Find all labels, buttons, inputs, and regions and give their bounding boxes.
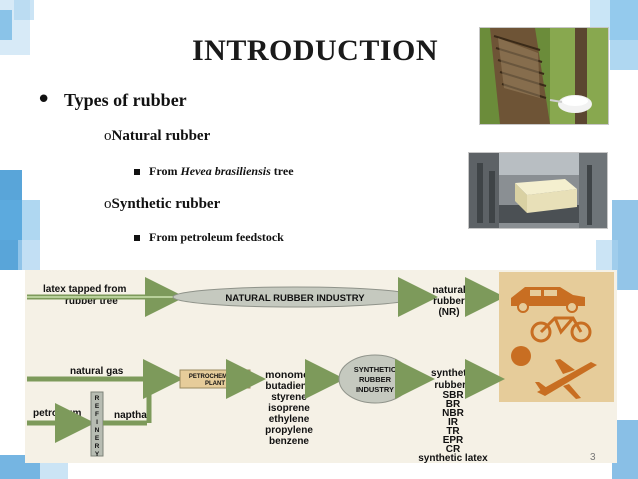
square-bullet-icon: [134, 169, 140, 176]
item-natural-source: From Hevea brasiliensis tree: [134, 164, 294, 179]
refinery-letter: R: [95, 395, 100, 402]
car-icon: [511, 287, 585, 313]
page-number: 3: [590, 452, 596, 463]
item-synthetic-rubber-label: Synthetic rubber: [111, 196, 221, 212]
refinery-letter: F: [95, 411, 99, 418]
bullet-dot: •: [36, 85, 52, 115]
square-bullet-icon: [134, 235, 140, 242]
natural-gas-label: natural gas: [70, 366, 124, 377]
airplane-icon: [535, 359, 597, 399]
item-synthetic-source: From petroleum feedstock: [134, 230, 284, 245]
synthetic-source-text: From petroleum feedstock: [149, 230, 284, 244]
nr-line1: natural: [432, 285, 466, 296]
petroleum-label: petroleum: [33, 408, 81, 419]
natural-source-prefix: From: [149, 164, 181, 178]
natural-source-suffix: tree: [270, 164, 294, 178]
item-synthetic-rubber: oSynthetic rubber: [104, 196, 220, 213]
bicycle-icon: [530, 316, 592, 343]
naptha-label: naptha: [114, 410, 147, 421]
synthetic-rubbers-line1: synthetic: [431, 368, 475, 379]
refinery-letter: Y: [95, 451, 100, 458]
refinery-letter: N: [95, 427, 100, 434]
rubber-ir: IR: [448, 417, 459, 428]
monomer-propylene: propylene: [265, 425, 313, 436]
synthetic-industry-line1: SYNTHETIC: [354, 365, 397, 374]
monomer-ethylene: ethylene: [269, 414, 310, 425]
slide-title: INTRODUCTION: [191, 34, 439, 67]
nr-line2: rubber: [433, 296, 465, 307]
circle-marker: o: [104, 128, 112, 144]
monomer-styrene: styrene: [271, 392, 307, 403]
rubber-cr: CR: [446, 444, 461, 455]
refinery-letter: E: [95, 403, 100, 410]
monomer-benzene: benzene: [269, 436, 309, 447]
rubber-br: BR: [446, 399, 461, 410]
ball-icon: [511, 346, 531, 366]
synthetic-rubbers-line2: rubbers: [434, 380, 472, 391]
rubber-tr: TR: [446, 426, 460, 437]
latex-label-line2: rubber tree: [65, 296, 118, 307]
rubber-nbr: NBR: [442, 408, 464, 419]
monomer-isoprene: isoprene: [268, 403, 310, 414]
rubber-synthetic-latex: synthetic latex: [418, 453, 488, 463]
rubber-block-factory-photo: [468, 152, 608, 229]
synthetic-industry-line3: INDUSTRY: [356, 385, 394, 394]
natural-source-species: Hevea brasiliensis: [180, 164, 271, 178]
item-natural-rubber-label: Natural rubber: [111, 128, 211, 144]
petro-plant-line2: PLANT: [205, 381, 225, 387]
rubber-epr: EPR: [443, 435, 464, 446]
refinery-letter: E: [95, 435, 100, 442]
item-natural-rubber: oNatural rubber: [104, 128, 210, 145]
nr-line3: (NR): [438, 307, 459, 318]
natural-rubber-industry-label: NATURAL RUBBER INDUSTRY: [225, 293, 365, 304]
circle-marker: o: [104, 196, 112, 212]
rubber-sbr: SBR: [442, 390, 464, 401]
latex-label-line1: latex tapped from: [43, 284, 126, 295]
refinery-letter: I: [96, 419, 98, 426]
bullet-types-of-rubber: Types of rubber: [64, 90, 187, 110]
rubber-tree-tapping-photo: [479, 27, 609, 125]
refinery-letter: R: [95, 443, 100, 450]
monomers-title: monomers: [265, 369, 319, 381]
rubber-production-diagram: latex tapped from rubber tree NATURAL RU…: [25, 270, 617, 463]
monomer-butadiene: butadiene: [265, 381, 313, 392]
synthetic-industry-line2: RUBBER: [359, 375, 392, 384]
petro-plant-line1: PETROCHEMICAL: [189, 374, 242, 380]
